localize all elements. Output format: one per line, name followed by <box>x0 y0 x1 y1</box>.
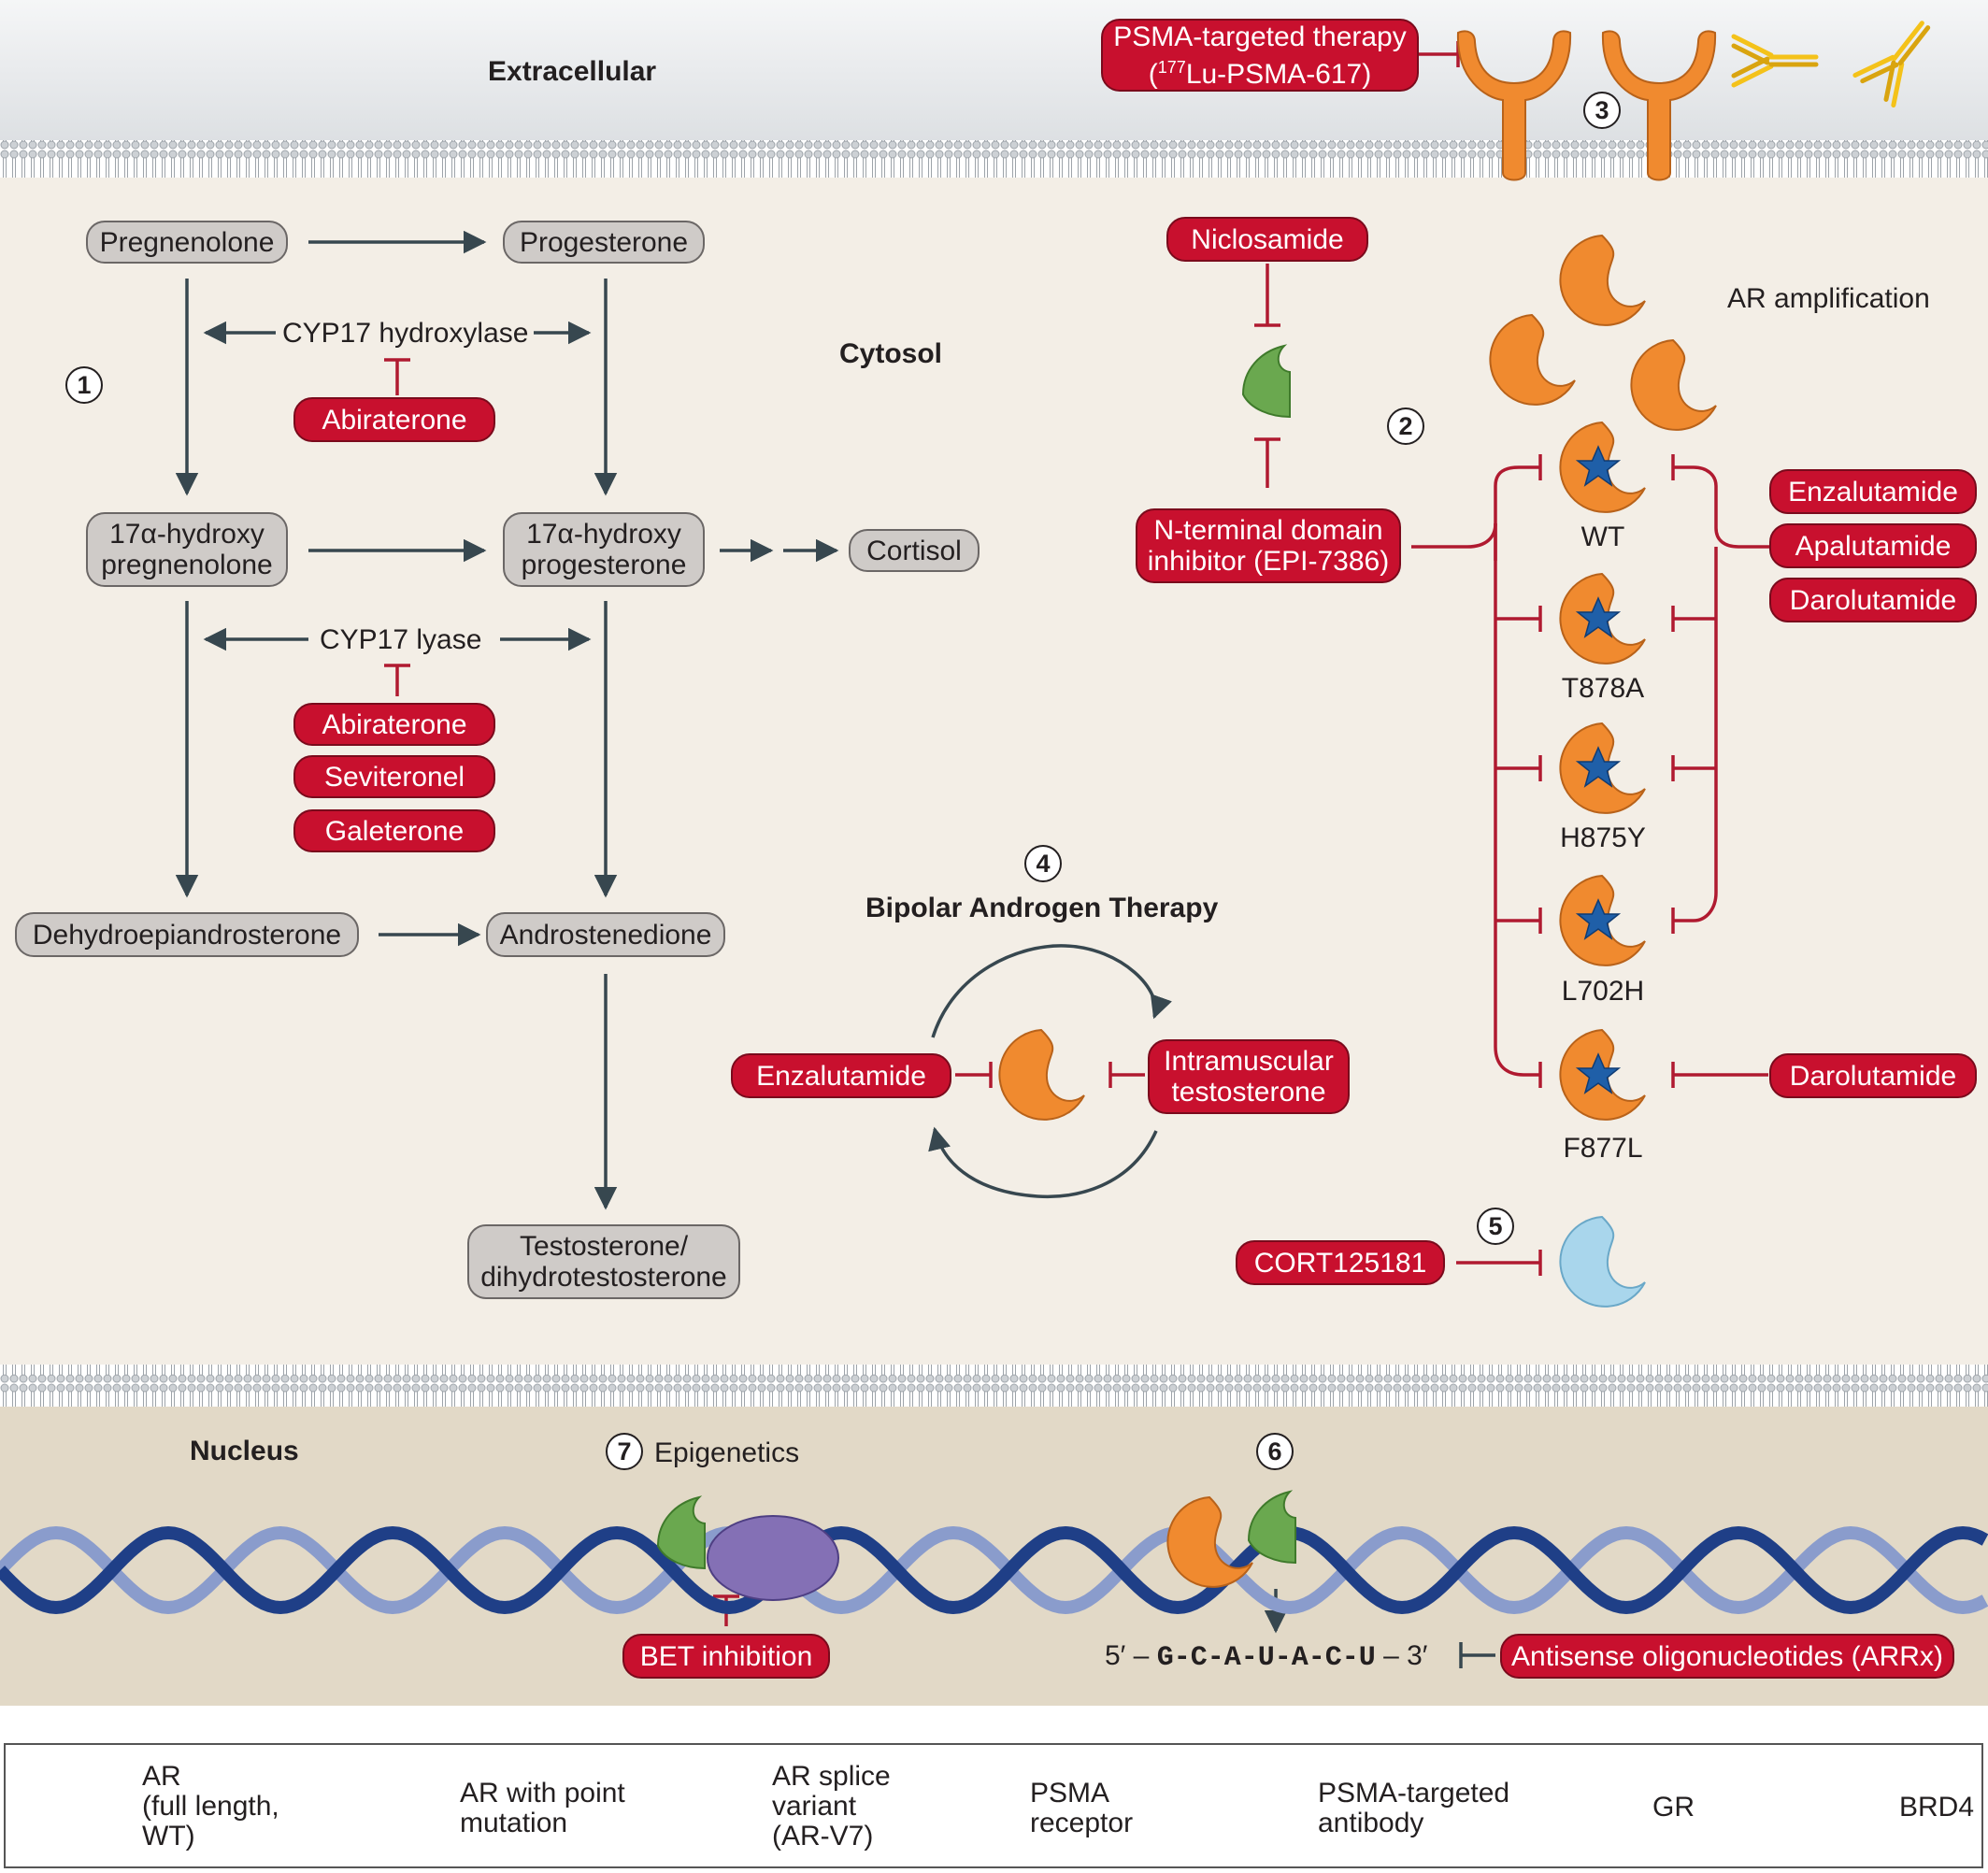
drug-line: testosterone <box>1171 1077 1326 1108</box>
node-17oh-progesterone: 17α-hydroxy progesterone <box>503 512 705 587</box>
drug-ntd-inhibitor: N-terminal domain inhibitor (EPI-7386) <box>1136 508 1401 583</box>
zone-label-cytosol: Cytosol <box>839 338 943 369</box>
node-dhea: Dehydroepiandrosterone <box>15 912 359 957</box>
node-line: 17α-hydroxy <box>526 519 681 550</box>
step-number-4: 4 <box>1024 845 1062 882</box>
legend-psma-antibody: PSMA-targeted antibody <box>1318 1779 1509 1838</box>
node-androstenedione: Androstenedione <box>486 912 725 957</box>
legend-psma-receptor: PSMA receptor <box>1030 1779 1133 1838</box>
drug-line: (177Lu-PSMA-617) <box>1149 52 1371 90</box>
step-number-2: 2 <box>1387 407 1424 445</box>
drug-apalutamide: Apalutamide <box>1769 523 1977 568</box>
legend-line: AR splice <box>772 1761 891 1792</box>
bat-cycle <box>928 944 1172 1199</box>
legend-line: receptor <box>1030 1808 1134 1838</box>
step-number-1: 1 <box>65 366 103 404</box>
legend-line: AR with point <box>460 1778 625 1809</box>
node-pregnenolone: Pregnenolone <box>86 221 288 264</box>
step-number-7: 7 <box>606 1433 643 1470</box>
ar-v7-icon <box>1242 345 1291 418</box>
legend-line: AR <box>142 1761 181 1792</box>
drug-psma-targeted-therapy: PSMA-targeted therapy (177Lu-PSMA-617) <box>1101 19 1419 92</box>
drug-darolutamide: Darolutamide <box>1769 578 1977 622</box>
legend-brd4: BRD4 <box>1899 1792 1975 1823</box>
drug-abiraterone: Abiraterone <box>293 703 495 746</box>
node-line: progesterone <box>521 550 687 580</box>
nuclear-membrane <box>0 1365 1988 1407</box>
gr-icon <box>1559 1216 1646 1308</box>
legend-line: WT) <box>142 1821 195 1852</box>
legend-line: (AR-V7) <box>772 1821 874 1852</box>
drug-niclosamide: Niclosamide <box>1166 217 1368 262</box>
inhibition-lines <box>384 41 1769 1626</box>
mutant-label: T878A <box>1561 673 1645 704</box>
legend-line: (full length, <box>142 1791 279 1822</box>
rna-3prime: – 3′ <box>1383 1640 1428 1671</box>
legend: AR (full length, WT) AR with point mutat… <box>4 1743 1983 1868</box>
legend-line: PSMA <box>1030 1778 1110 1809</box>
drug-darolutamide: Darolutamide <box>1769 1053 1977 1098</box>
rna-bases: G-C-A-U-A-C-U <box>1156 1642 1376 1674</box>
mutant-label: F877L <box>1563 1133 1643 1164</box>
label-bipolar-androgen-therapy: Bipolar Androgen Therapy <box>865 893 1219 923</box>
mutant-label: H875Y <box>1560 822 1646 853</box>
drug-line: N-terminal domain <box>1153 515 1383 546</box>
drug-bet-inhibition: BET inhibition <box>622 1634 830 1679</box>
legend-line: mutation <box>460 1808 568 1838</box>
drug-line: PSMA-targeted therapy <box>1113 21 1407 52</box>
psma-antibody-icon <box>1734 10 1944 105</box>
paren: ( <box>1148 58 1158 90</box>
legend-gr: GR <box>1652 1792 1695 1823</box>
enzyme-cyp17-hydroxylase: CYP17 hydroxylase <box>277 318 535 350</box>
mutant-label: L702H <box>1561 976 1645 1007</box>
drug-line-rest: Lu-PSMA-617) <box>1185 58 1372 90</box>
drug-abiraterone: Abiraterone <box>293 397 495 442</box>
node-progesterone: Progesterone <box>503 221 705 264</box>
drug-cort125181: CORT125181 <box>1236 1240 1445 1285</box>
rna-sequence: 5′ – G-C-A-U-A-C-U – 3′ <box>1105 1640 1427 1674</box>
plasma-membrane <box>0 140 1988 178</box>
node-cortisol: Cortisol <box>849 529 980 572</box>
enzyme-cyp17-lyase: CYP17 lyase <box>314 624 488 656</box>
legend-ar: AR (full length, WT) <box>142 1762 279 1852</box>
drug-line: Intramuscular <box>1164 1046 1334 1077</box>
legend-ar-mutant: AR with point mutation <box>460 1779 625 1838</box>
zone-label-nucleus: Nucleus <box>190 1436 299 1466</box>
node-line: 17α-hydroxy <box>109 519 265 550</box>
isotope-mass: 177 <box>1157 57 1186 77</box>
drug-seviteronel: Seviteronel <box>293 755 495 798</box>
legend-line: PSMA-targeted <box>1318 1778 1510 1809</box>
zone-label-extracellular: Extracellular <box>488 56 657 87</box>
node-line: Testosterone/ <box>519 1231 689 1262</box>
dna-helix <box>0 1525 1988 1615</box>
legend-line: variant <box>772 1791 857 1822</box>
steroidogenesis-arrows <box>175 230 839 1210</box>
drug-line: inhibitor (EPI-7386) <box>1147 546 1390 577</box>
node-line: dihydrotestosterone <box>480 1262 727 1293</box>
rna-5prime: 5′ – <box>1105 1640 1150 1671</box>
brd4-icon <box>707 1515 839 1601</box>
step-number-3: 3 <box>1583 92 1621 129</box>
drug-enzalutamide: Enzalutamide <box>1769 469 1977 514</box>
step-number-5: 5 <box>1477 1208 1514 1245</box>
legend-line: antibody <box>1318 1808 1424 1838</box>
label-epigenetics: Epigenetics <box>654 1437 800 1468</box>
drug-intramuscular-testosterone: Intramuscular testosterone <box>1148 1039 1350 1114</box>
step-number-6: 6 <box>1256 1433 1294 1470</box>
node-line: pregnenolone <box>101 550 273 580</box>
mutant-label: WT <box>1580 522 1625 552</box>
drug-galeterone: Galeterone <box>293 809 495 852</box>
drug-enzalutamide-bat: Enzalutamide <box>731 1053 951 1098</box>
node-17oh-pregnenolone: 17α-hydroxy pregnenolone <box>86 512 288 587</box>
ar-icon <box>1166 1496 1253 1588</box>
label-ar-amplification: AR amplification <box>1727 283 1930 314</box>
legend-ar-v7: AR splice variant (AR-V7) <box>772 1762 891 1852</box>
drug-antisense-oligonucleotides: Antisense oligonucleotides (ARRx) <box>1500 1634 1954 1679</box>
node-testosterone: Testosterone/ dihydrotestosterone <box>467 1224 740 1299</box>
